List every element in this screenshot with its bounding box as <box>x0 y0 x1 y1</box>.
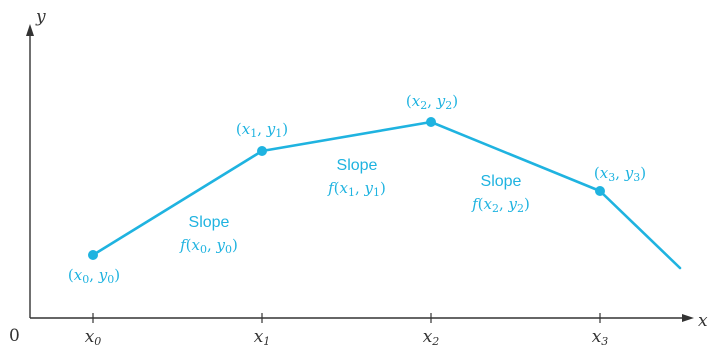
y-axis-arrow-icon <box>26 24 34 36</box>
slope-title-2: Slope <box>481 173 522 190</box>
point-label-0: (x0, y0) <box>68 266 120 286</box>
slope-expr-2: f(x2, y2) <box>471 195 530 215</box>
slope-expr-0: f(x0, y0) <box>179 236 238 256</box>
y-axis-label: y <box>35 7 46 27</box>
point-1 <box>257 146 267 156</box>
point-2 <box>426 117 436 127</box>
point-label-2: (x2, y2) <box>406 92 458 112</box>
x-tick-label-0: x0 <box>85 327 102 346</box>
x-axis-label: x <box>698 311 708 331</box>
x-tick-label-3: x3 <box>592 327 609 346</box>
point-3 <box>595 186 605 196</box>
point-label-3: (x3, y3) <box>594 164 646 184</box>
slope-expr-1: f(x1, y1) <box>327 179 386 199</box>
point-0 <box>88 250 98 260</box>
origin-label: 0 <box>9 326 20 346</box>
x-axis-arrow-icon <box>682 314 694 322</box>
point-label-1: (x1, y1) <box>236 120 288 140</box>
x-tick-label-2: x2 <box>423 327 440 346</box>
slope-title-0: Slope <box>189 214 230 231</box>
slope-title-1: Slope <box>337 157 378 174</box>
x-tick-label-1: x1 <box>254 327 271 346</box>
